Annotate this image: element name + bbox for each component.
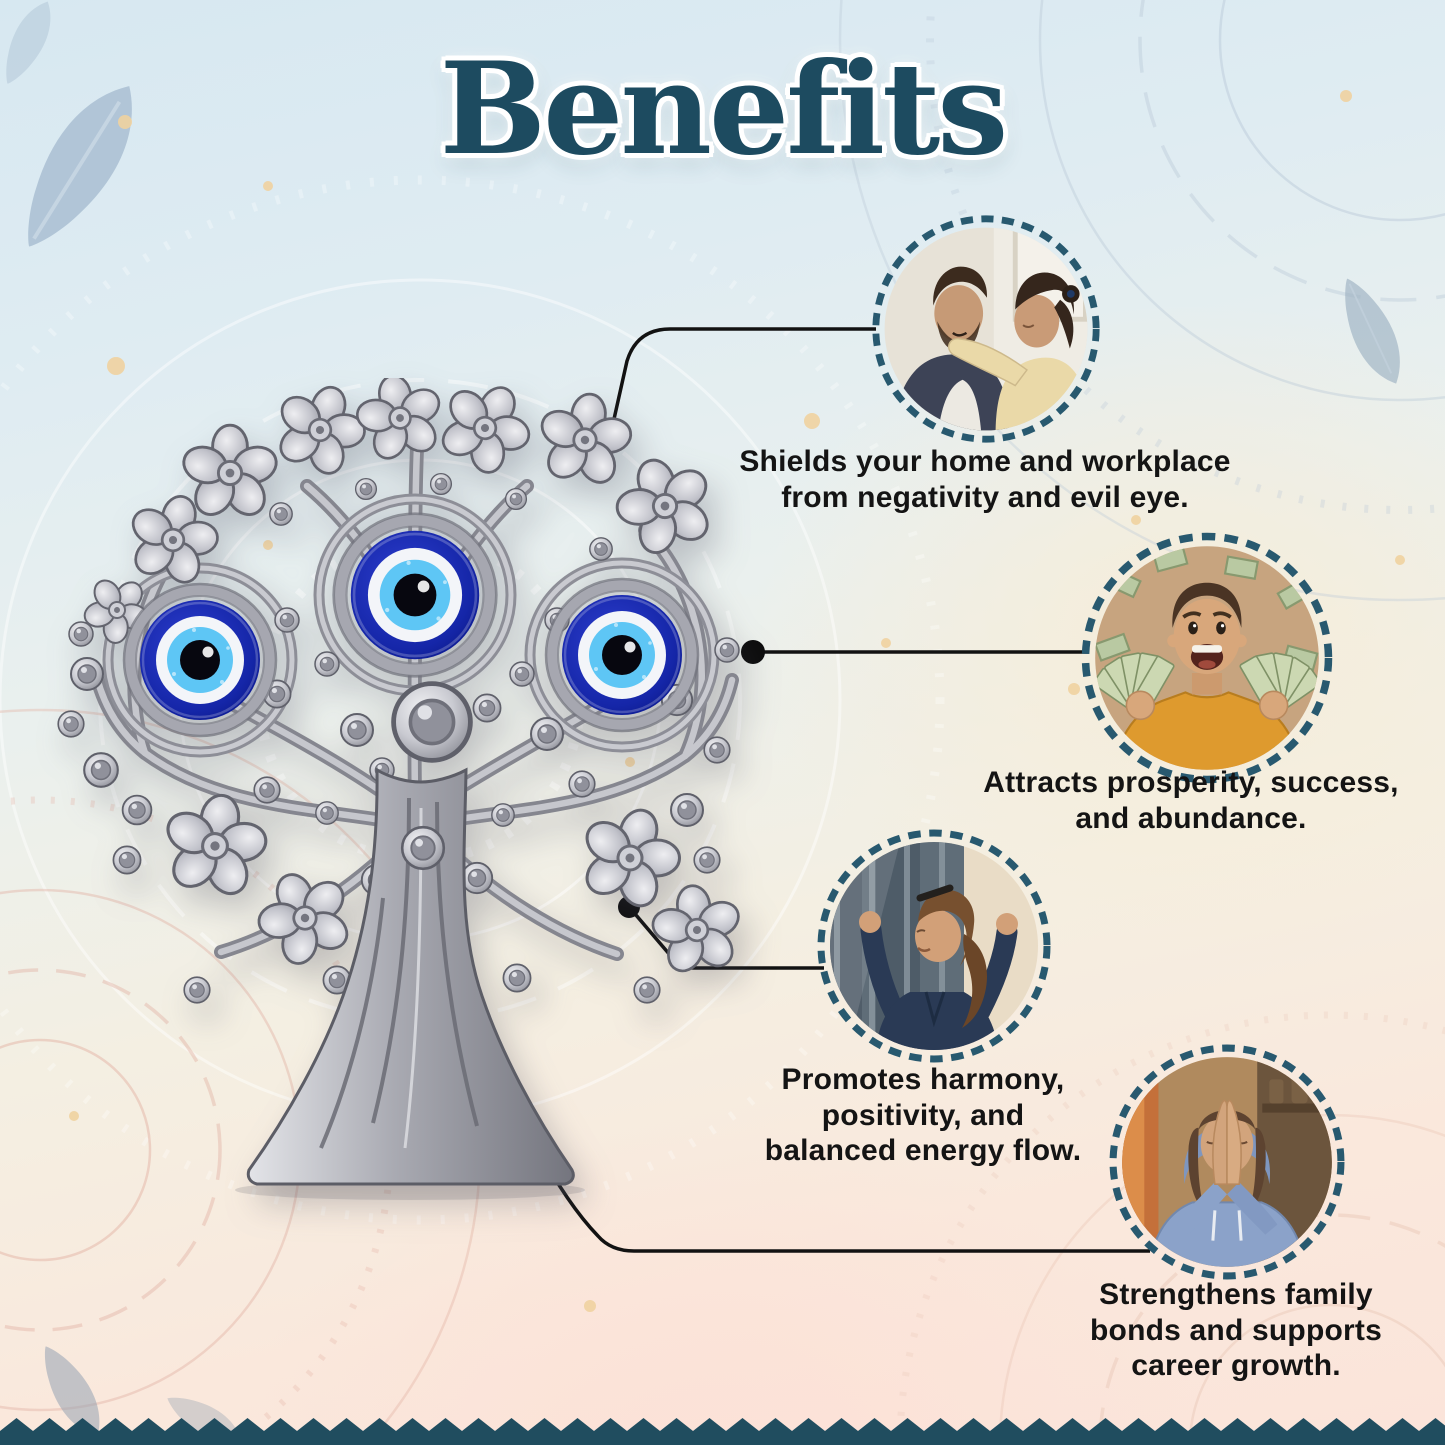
benefit-photo-prosperity	[1078, 529, 1336, 787]
evil-eye-right	[546, 579, 698, 731]
page-title: Benefits	[439, 35, 1009, 183]
couple-embracing-photo	[884, 227, 1088, 431]
tree-trunk	[235, 767, 585, 1200]
tree-center-bead	[394, 684, 471, 761]
connector-line-1	[610, 327, 876, 429]
benefit-line: balanced energy flow.	[764, 1134, 1082, 1167]
benefit-photo-harmony	[814, 826, 1054, 1066]
benefit-line: Strengthens family	[1099, 1278, 1373, 1311]
benefit-line: and abundance.	[1075, 801, 1307, 835]
benefit-line: bonds and supports	[1090, 1313, 1382, 1347]
benefit-line: from negativity and evil eye.	[781, 480, 1189, 514]
benefit-photo-couple	[869, 212, 1103, 446]
benefit-line: Attracts prosperity, success,	[983, 766, 1399, 799]
benefit-text-shields: Shields your home and workplace from neg…	[665, 444, 1305, 515]
connector-dot-2	[741, 640, 765, 664]
evil-eye-left	[124, 584, 276, 736]
benefit-line: career growth.	[1131, 1349, 1341, 1382]
dashed-ring-3	[817, 829, 1051, 1063]
benefit-photo-family	[1106, 1041, 1348, 1283]
benefit-text-family: Strengthens family bonds and supports ca…	[1016, 1277, 1445, 1384]
benefit-text-prosperity: Attracts prosperity, success, and abunda…	[941, 765, 1441, 836]
benefit-line: Promotes harmony,	[781, 1063, 1065, 1096]
mandala-pattern-top-right	[838, 0, 1445, 602]
feather-icon-group	[0, 0, 1414, 1445]
dashed-ring-2	[1081, 532, 1333, 784]
dashed-ring-1	[872, 215, 1100, 443]
benefit-line: positivity, and	[821, 1098, 1025, 1132]
businesswoman-celebrating-photo	[830, 842, 1038, 1050]
evil-eye-tree-illustration	[25, 378, 770, 1208]
evil-eye-center	[334, 514, 497, 677]
man-holding-money-photo	[1095, 546, 1319, 770]
benefit-line: Shields your home and workplace	[739, 445, 1231, 478]
zigzag-border	[0, 1417, 1445, 1445]
benefit-text-harmony: Promotes harmony, positivity, and balanc…	[703, 1062, 1143, 1169]
